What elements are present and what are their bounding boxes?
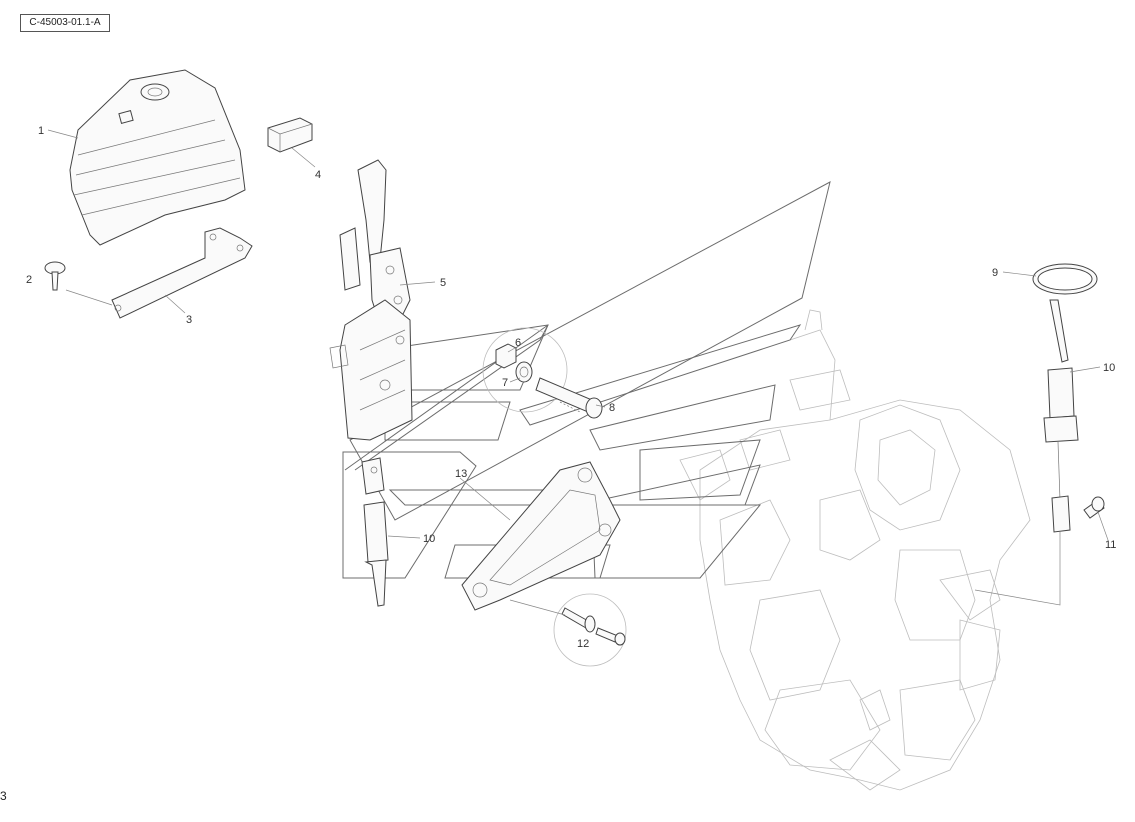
part-13-mounting-plate bbox=[461, 461, 621, 611]
callout-1: 1 bbox=[38, 125, 44, 137]
leader-lines bbox=[47, 129, 1109, 616]
engine-block-illustration bbox=[679, 309, 1031, 791]
callout-11: 11 bbox=[1105, 539, 1116, 551]
reference-code-box: C-45003-01.1-A bbox=[20, 14, 110, 32]
callout-3: 3 bbox=[186, 314, 192, 326]
callout-13: 13 bbox=[455, 468, 467, 480]
part-8-pin bbox=[535, 377, 603, 419]
part-10-cable-left bbox=[361, 457, 389, 607]
part-2-screw bbox=[44, 261, 66, 291]
callout-2: 2 bbox=[26, 274, 32, 286]
part-10-cable-right bbox=[1043, 299, 1079, 533]
part-5-shift-lever bbox=[329, 159, 413, 441]
part-9-ring bbox=[1032, 263, 1098, 295]
callout-9: 9 bbox=[992, 267, 998, 279]
callout-labels: 1 2 3 4 5 6 7 8 9 10 10 11 12 13 bbox=[26, 125, 1116, 650]
callout-7: 7 bbox=[502, 377, 508, 389]
callout-8: 8 bbox=[609, 402, 615, 414]
part-1-shift-boot bbox=[69, 69, 246, 246]
part-3-bracket bbox=[111, 227, 253, 319]
callout-10-right: 10 bbox=[1103, 362, 1115, 374]
callout-10-left: 10 bbox=[423, 533, 435, 545]
part-4-plug bbox=[267, 117, 313, 153]
page-number: 3 bbox=[0, 789, 7, 803]
callout-6: 6 bbox=[515, 337, 521, 349]
callout-5: 5 bbox=[440, 277, 446, 289]
callout-12: 12 bbox=[577, 638, 589, 650]
part-11-bolt bbox=[1083, 496, 1105, 519]
callout-4: 4 bbox=[315, 169, 321, 181]
part-12-screws bbox=[553, 593, 627, 667]
